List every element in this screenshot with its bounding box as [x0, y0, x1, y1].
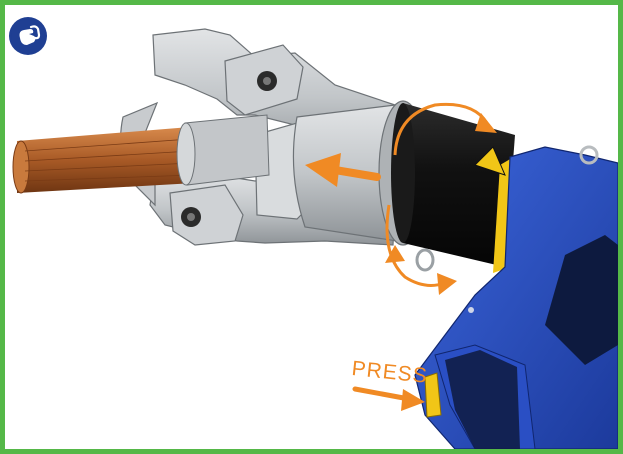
- rotating-sleeve: [391, 103, 517, 273]
- press-arrow: [355, 389, 425, 411]
- safety-gloves-icon: [9, 17, 47, 55]
- crimping-tool-illustration: [5, 5, 618, 449]
